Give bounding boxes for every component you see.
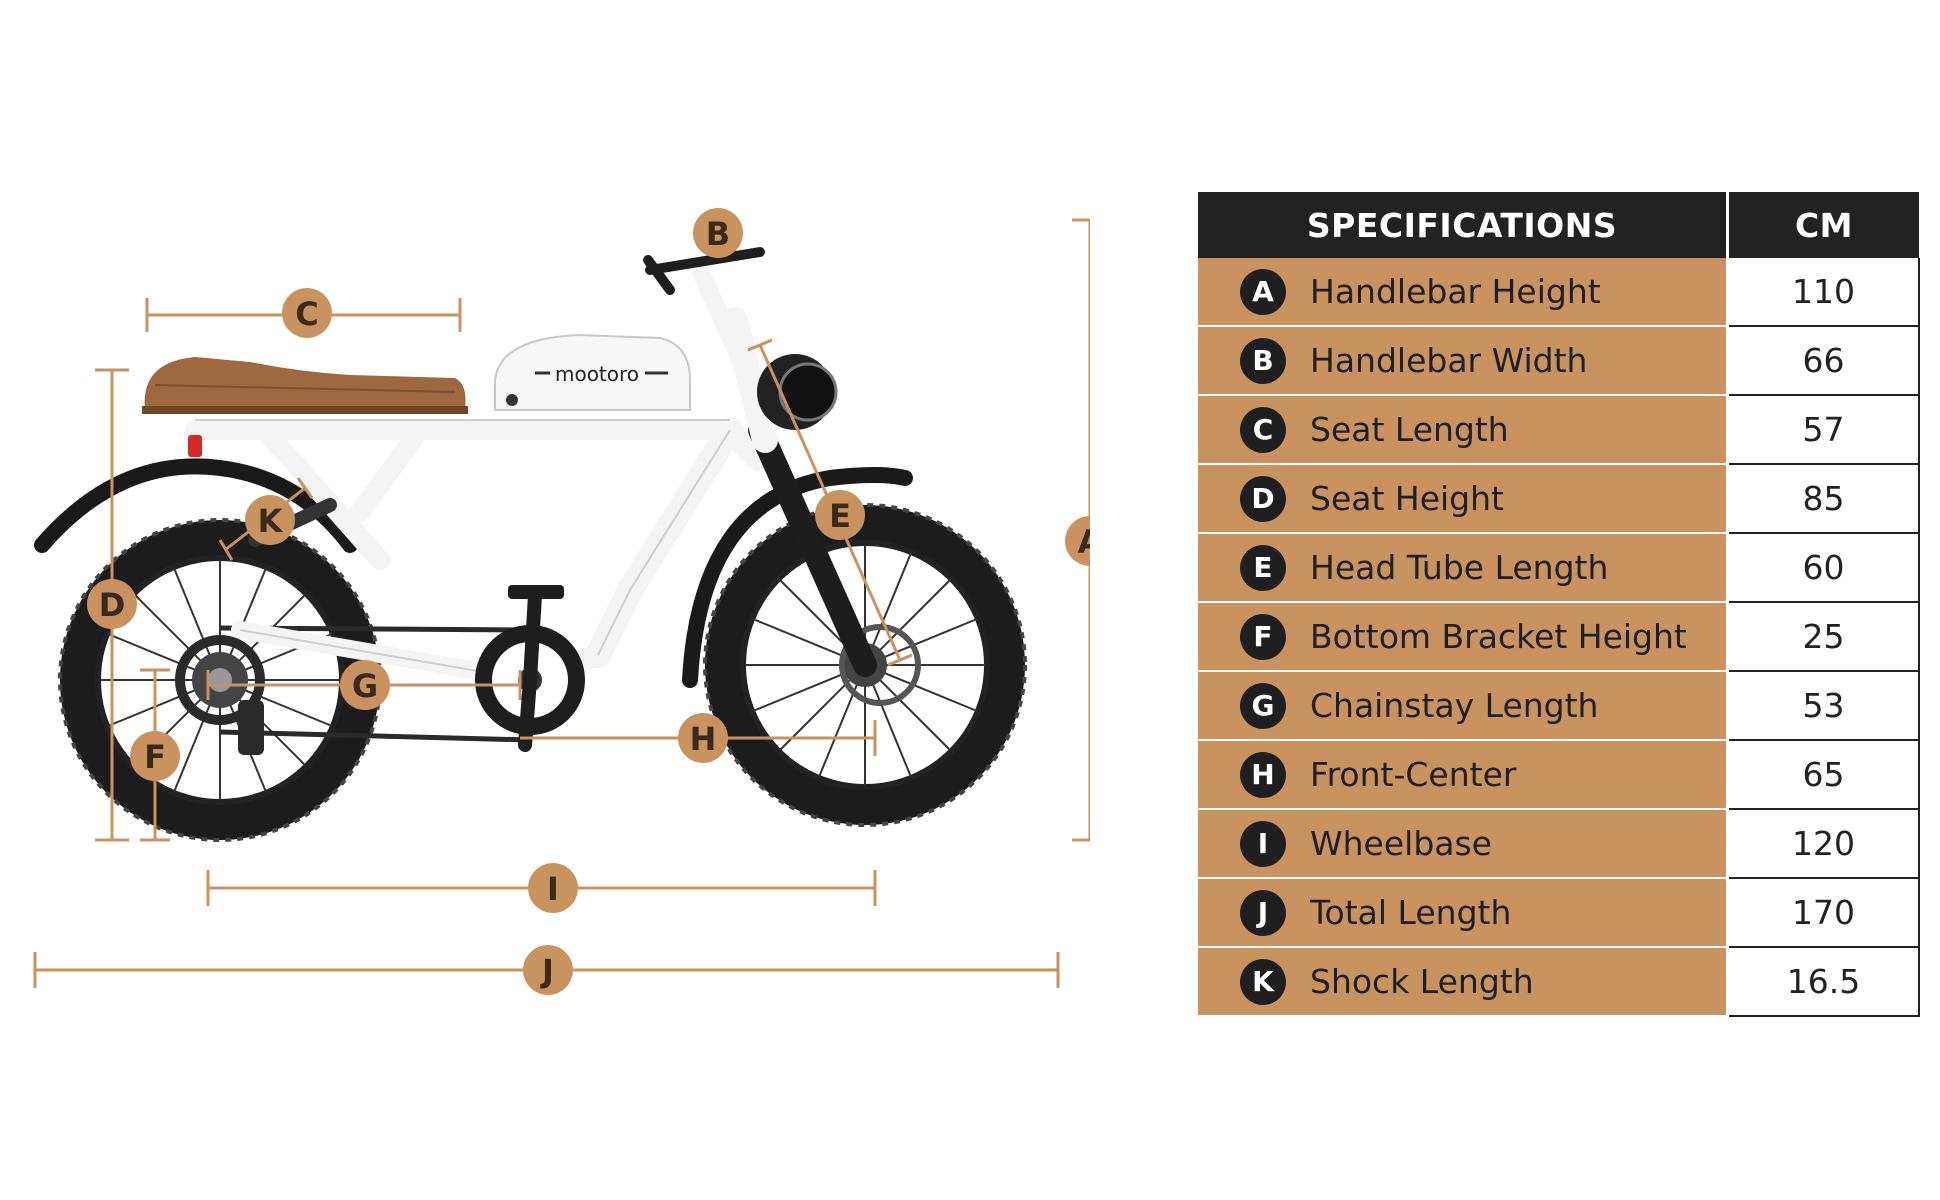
letter-badge: E [1240, 544, 1286, 591]
spec-value: 53 [1726, 671, 1920, 741]
table-row: A Handlebar Height 110 [1198, 258, 1920, 327]
table-header-row: SPECIFICATIONS CM [1198, 192, 1919, 258]
spec-label: Seat Length [1310, 410, 1509, 449]
spec-label: Handlebar Width [1310, 341, 1588, 380]
brand-logo: mootoro [555, 362, 639, 386]
spec-value: 66 [1726, 326, 1920, 396]
spec-label-cell: A Handlebar Height [1198, 258, 1729, 327]
spec-label-cell: B Handlebar Width [1198, 326, 1729, 396]
spec-value: 60 [1726, 533, 1920, 603]
spec-label-cell: I Wheelbase [1198, 809, 1729, 879]
spec-value: 85 [1726, 464, 1920, 534]
svg-text:C: C [295, 295, 318, 333]
spec-label: Wheelbase [1310, 824, 1492, 863]
marker-g: G [340, 660, 390, 710]
svg-text:E: E [829, 497, 851, 535]
table-row: E Head Tube Length 60 [1198, 533, 1920, 603]
svg-text:I: I [547, 870, 559, 908]
specifications-header: SPECIFICATIONS [1198, 192, 1729, 258]
spec-label-cell: G Chainstay Length [1198, 671, 1729, 741]
spec-label: Bottom Bracket Height [1310, 617, 1687, 656]
spec-label-cell: C Seat Length [1198, 395, 1729, 465]
spec-label-cell: H Front-Center [1198, 740, 1729, 810]
svg-text:D: D [99, 586, 126, 624]
letter-badge: H [1240, 751, 1286, 798]
table-row: C Seat Length 57 [1198, 395, 1920, 465]
spec-value: 120 [1726, 809, 1920, 879]
svg-text:H: H [690, 720, 717, 758]
spec-value: 25 [1726, 602, 1920, 672]
letter-badge: D [1240, 475, 1286, 522]
letter-badge: K [1240, 958, 1286, 1005]
table-row: J Total Length 170 [1198, 878, 1920, 948]
svg-text:B: B [706, 215, 730, 253]
bike-illustration: mootoro [34, 247, 1027, 842]
spec-value: 110 [1726, 258, 1920, 327]
spec-label: Shock Length [1310, 962, 1534, 1001]
spec-label: Head Tube Length [1310, 548, 1609, 587]
spec-label: Chainstay Length [1310, 686, 1599, 725]
rear-wheel [58, 518, 382, 842]
spec-value: 16.5 [1726, 947, 1920, 1017]
svg-text:F: F [144, 738, 166, 776]
marker-f: F [130, 731, 180, 781]
letter-badge: G [1240, 682, 1286, 729]
table-row: D Seat Height 85 [1198, 464, 1920, 534]
svg-text:A: A [1078, 523, 1090, 561]
marker-c: C [282, 288, 332, 338]
spec-label-cell: J Total Length [1198, 878, 1729, 948]
svg-text:K: K [258, 502, 284, 540]
svg-text:J: J [540, 952, 554, 990]
marker-k: K [245, 495, 295, 545]
spec-label-cell: D Seat Height [1198, 464, 1729, 534]
spec-value: 57 [1726, 395, 1920, 465]
table-row: H Front-Center 65 [1198, 740, 1920, 810]
spec-label: Total Length [1310, 893, 1512, 932]
spec-label: Handlebar Height [1310, 272, 1601, 311]
spec-label: Seat Height [1310, 479, 1504, 518]
unit-header: CM [1727, 192, 1919, 258]
spec-label: Front-Center [1310, 755, 1517, 794]
spec-label-cell: K Shock Length [1198, 947, 1729, 1017]
letter-badge: B [1240, 337, 1286, 384]
letter-badge: A [1240, 268, 1286, 315]
spec-value: 65 [1726, 740, 1920, 810]
marker-h: H [678, 713, 728, 763]
letter-badge: J [1240, 889, 1286, 936]
svg-text:G: G [352, 667, 378, 705]
marker-e: E [815, 490, 865, 540]
marker-i: I [528, 863, 578, 913]
marker-d: D [87, 579, 137, 629]
table-row: G Chainstay Length 53 [1198, 671, 1920, 741]
table-row: I Wheelbase 120 [1198, 809, 1920, 879]
marker-j: J [523, 945, 573, 995]
letter-badge: I [1240, 820, 1286, 867]
spec-label-cell: F Bottom Bracket Height [1198, 602, 1729, 672]
marker-a: A [1065, 516, 1090, 566]
bike-diagram: mootoro [33, 208, 1090, 995]
table-row: F Bottom Bracket Height 25 [1198, 602, 1920, 672]
spec-value: 170 [1726, 878, 1920, 948]
spec-label-cell: E Head Tube Length [1198, 533, 1729, 603]
table-row: K Shock Length 16.5 [1198, 947, 1920, 1017]
letter-badge: F [1240, 613, 1286, 660]
letter-badge: C [1240, 406, 1286, 453]
marker-b: B [693, 208, 743, 258]
table-row: B Handlebar Width 66 [1198, 326, 1920, 396]
